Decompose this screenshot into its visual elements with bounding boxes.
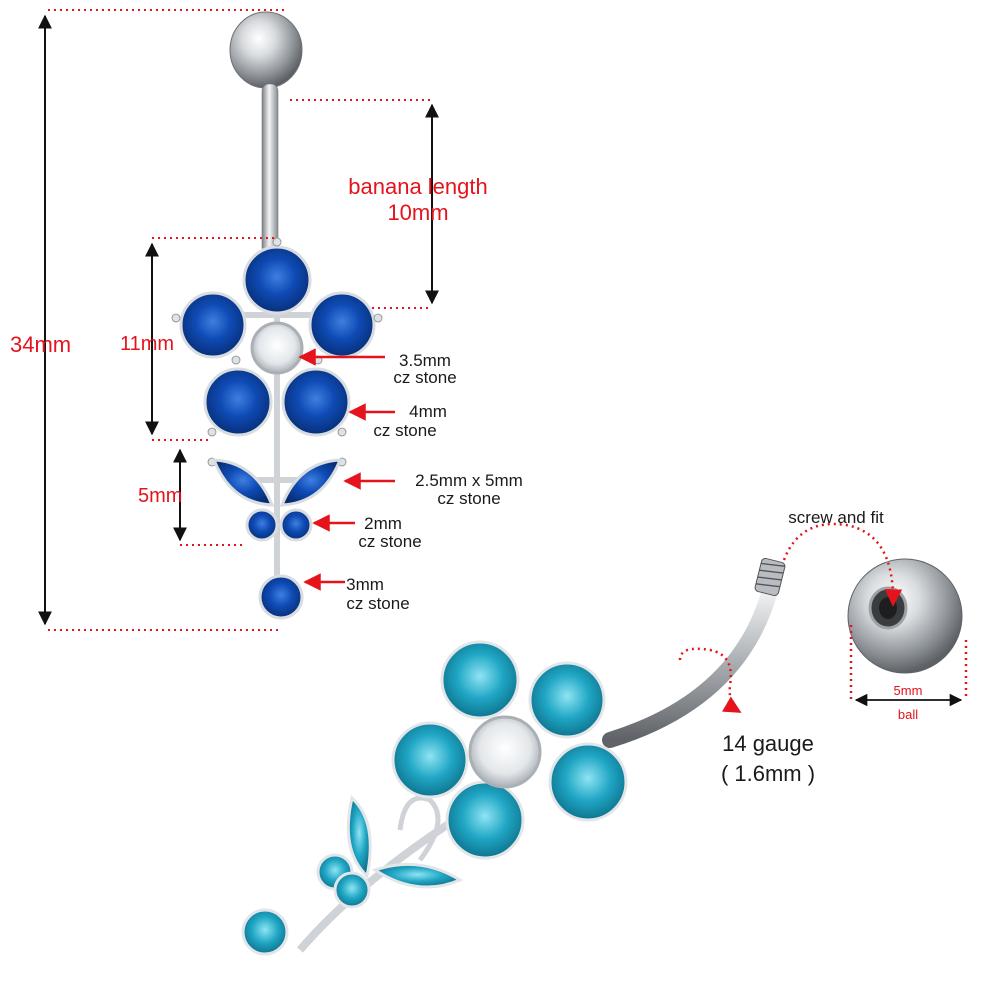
aqua-stone	[548, 742, 628, 822]
flower-stones	[179, 245, 376, 437]
aqua-stones	[241, 640, 628, 956]
side-annotations	[678, 522, 968, 714]
aqua-stone	[440, 640, 520, 720]
screw-note: screw and fit	[788, 508, 884, 527]
butterfly-height-label: 5mm	[138, 485, 182, 507]
screw-fit-arrow	[782, 522, 903, 607]
aqua-stone	[391, 721, 469, 799]
side-view	[241, 557, 963, 956]
stone-size-label: 2.5mm x 5mm	[415, 471, 523, 490]
stone-size-label: 4mm	[409, 402, 447, 421]
stone-type-label: cz stone	[358, 532, 421, 551]
butterfly-stones	[211, 458, 343, 542]
marquise-stone	[371, 862, 464, 889]
center-clear-stone	[250, 321, 304, 375]
threaded-end	[754, 557, 786, 597]
gauge-indicator	[678, 647, 742, 714]
small-stone	[245, 508, 279, 542]
curved-bar	[602, 582, 778, 748]
petal-stone	[179, 291, 247, 359]
total-length-label: 34mm	[10, 332, 71, 357]
petal-stone	[242, 245, 312, 315]
marquise-stone	[346, 795, 372, 879]
ball-word-label: ball	[898, 707, 918, 722]
bottom-stone	[258, 574, 304, 620]
aqua-stone	[333, 871, 371, 909]
dimension-guides	[48, 9, 432, 631]
stone-size-label: 2mm	[364, 514, 402, 533]
petal-stone	[203, 367, 273, 437]
stone-size-label: 3.5mm	[399, 351, 451, 370]
petal-stone	[308, 291, 376, 359]
marquise-stone	[211, 458, 275, 507]
top-ball	[229, 11, 303, 89]
front-view	[171, 11, 383, 620]
banana-length-title: banana length	[348, 174, 487, 199]
stone-size-label: 3mm	[346, 575, 384, 594]
petal-stone	[281, 367, 351, 437]
marquise-stone	[279, 458, 343, 507]
banana-length-value: 10mm	[387, 200, 448, 225]
aqua-stone	[241, 908, 289, 956]
aqua-stone	[445, 780, 525, 860]
loose-ball	[847, 558, 963, 674]
dimension-arrows	[38, 14, 439, 626]
stone-type-label: cz stone	[346, 594, 409, 613]
ball-size-label: 5mm	[894, 683, 923, 698]
clear-stone	[468, 715, 542, 789]
banana-bar	[261, 83, 279, 255]
stone-type-label: cz stone	[373, 421, 436, 440]
stone-pointers	[298, 348, 395, 591]
flower-height-label: 11mm	[120, 333, 174, 355]
aqua-stone	[528, 661, 606, 739]
gauge-label: 14 gauge	[722, 731, 814, 756]
gauge-mm-label: ( 1.6mm )	[721, 761, 815, 786]
stone-type-label: cz stone	[437, 489, 500, 508]
small-stone	[279, 508, 313, 542]
stone-type-label: cz stone	[393, 368, 456, 387]
